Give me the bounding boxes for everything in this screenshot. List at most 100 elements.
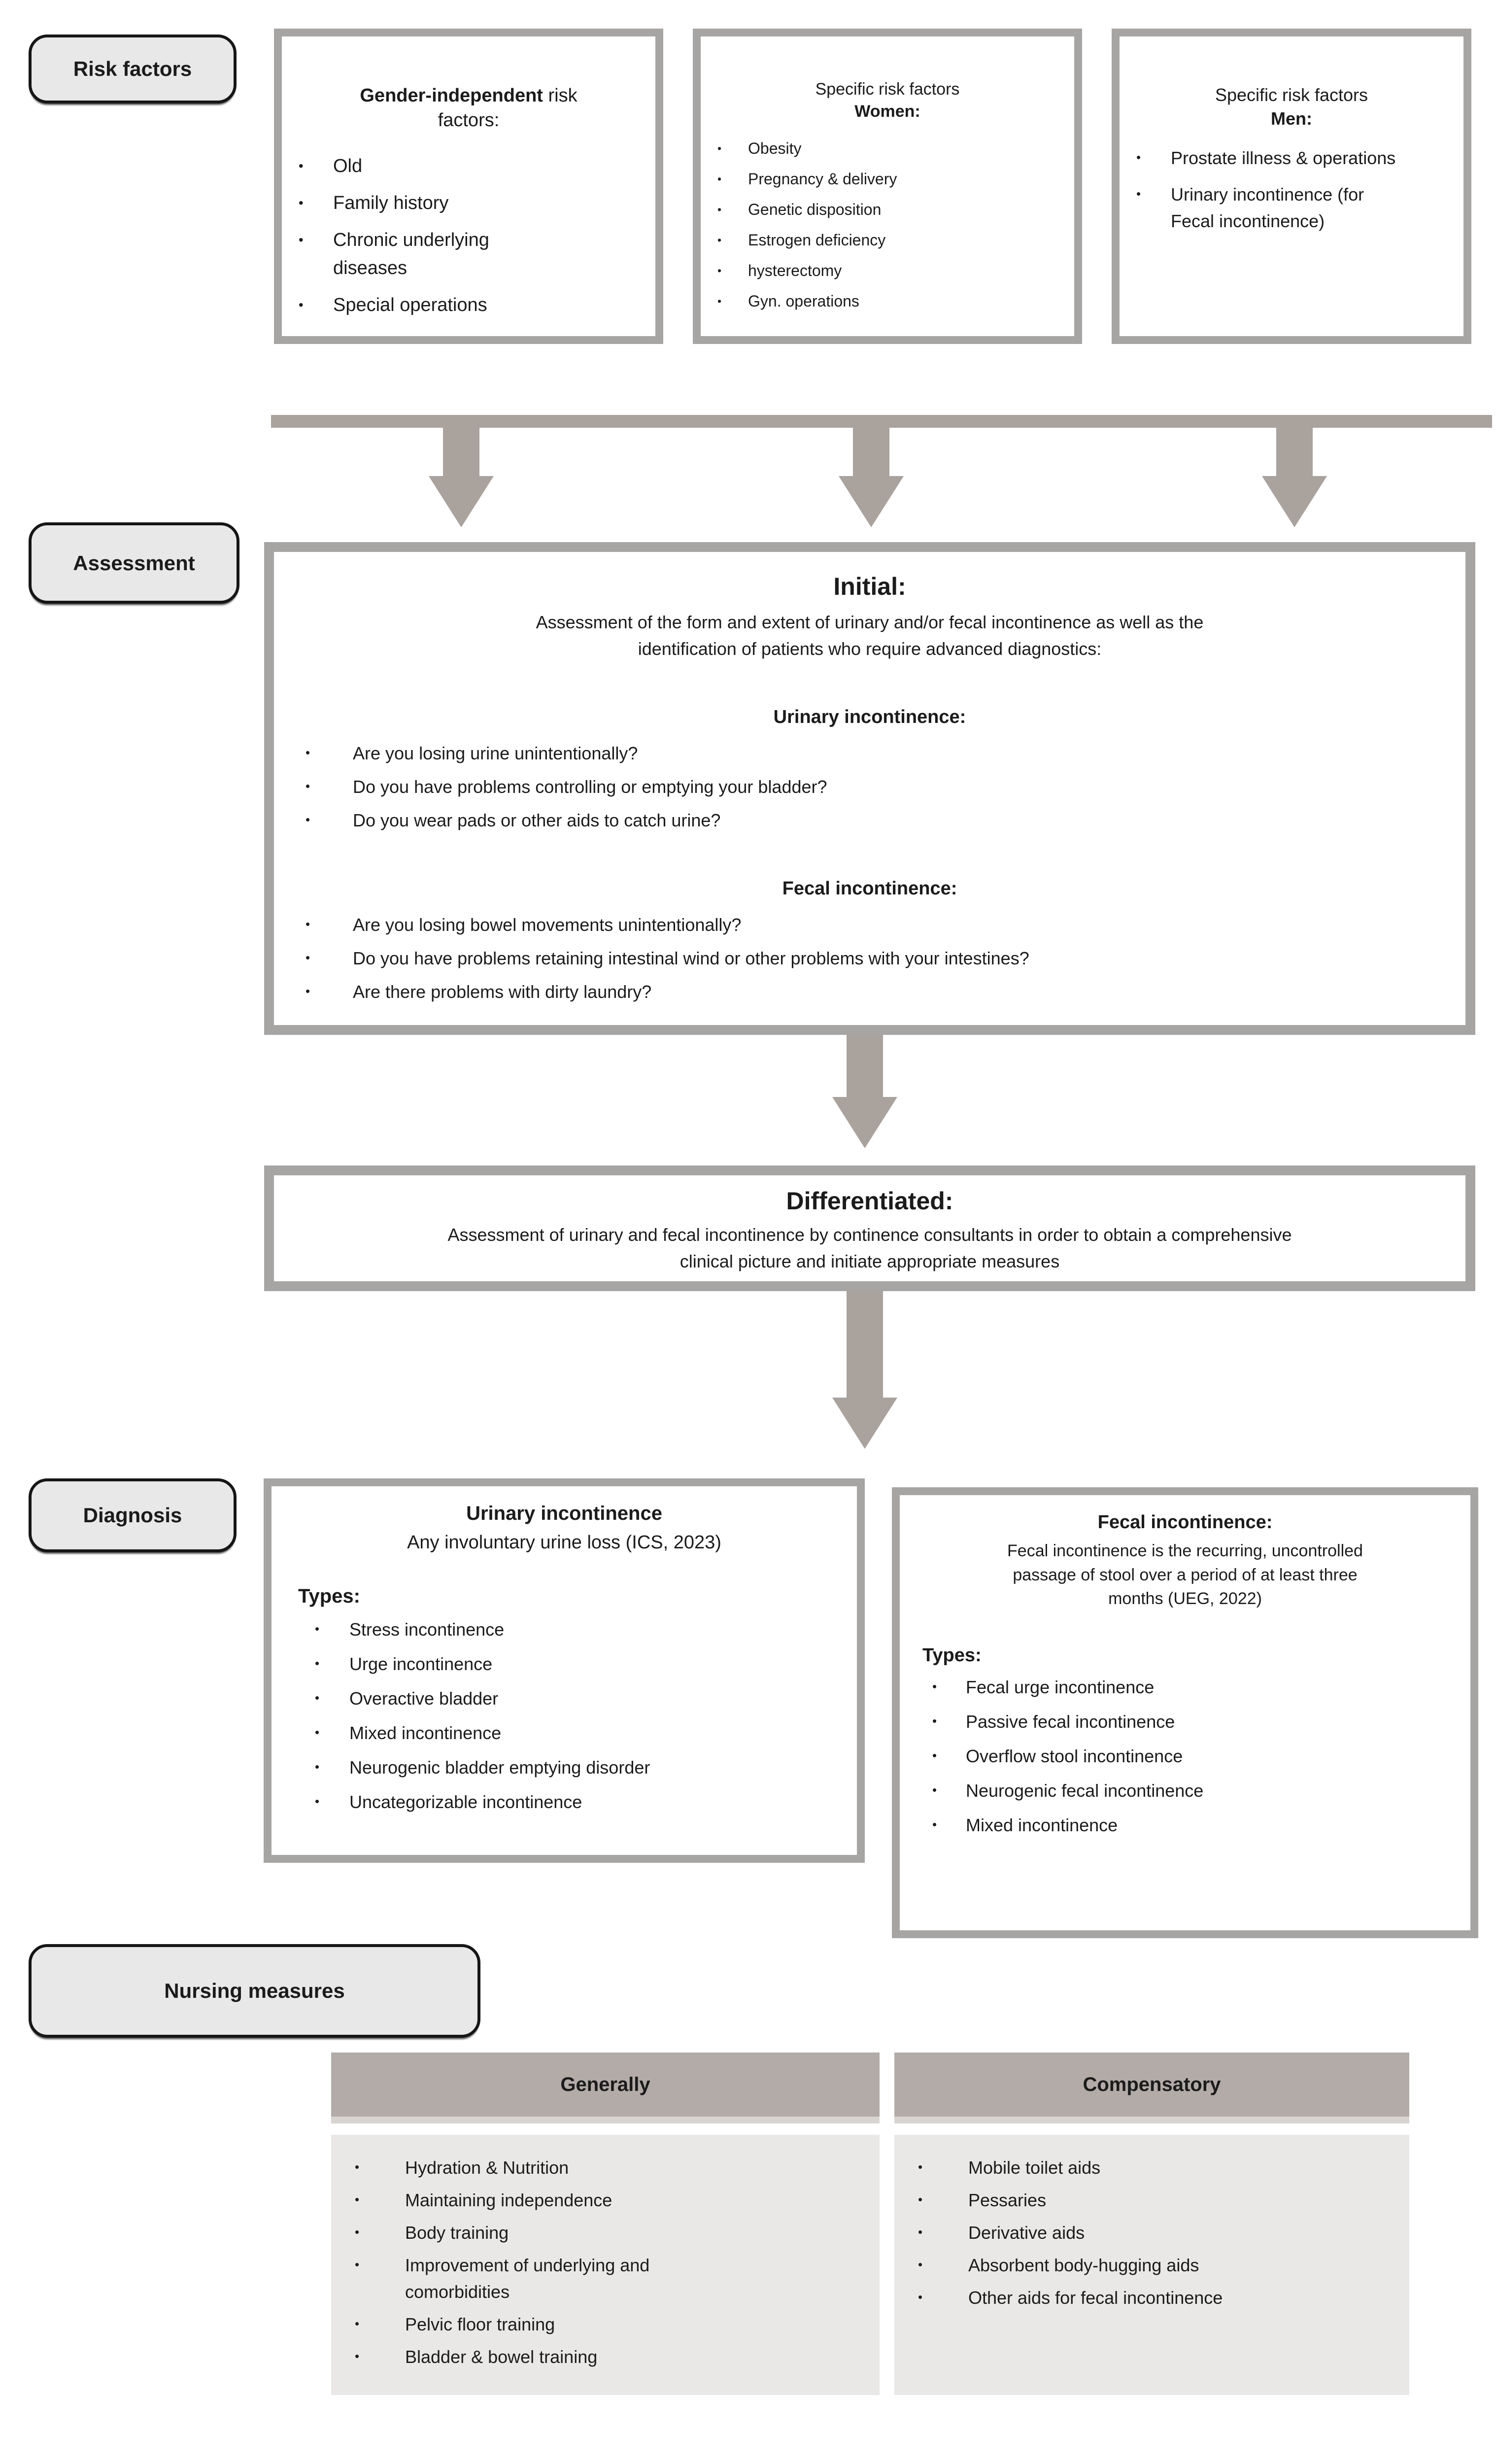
list-item: •hysterectomy [701, 259, 1074, 282]
list-item: •Mixed incontinence [922, 1812, 1451, 1839]
fecal-types-list: •Fecal urge incontinence • Passive fecal i… [919, 1674, 1451, 1839]
nursing-measures-label-text: Nursing measures [164, 1979, 345, 2002]
list-item-text: Pelvic floor training [405, 2314, 555, 2334]
risk-box-women: Specific risk factors Women: •Obesity•Pr… [693, 29, 1082, 344]
list-item-text: Neurogenic fecal incontinence [966, 1780, 1204, 1801]
fecal-questions-subtitle: Fecal incontinence: [782, 878, 957, 899]
bullet-icon: • [932, 1714, 937, 1729]
bullet-icon: • [355, 2317, 360, 2331]
table-cell-generally: •Hydration & Nutrition•Maintaining indep… [331, 2135, 880, 2395]
down-arrow-shaft [1276, 415, 1313, 476]
down-arrow-shaft [853, 415, 889, 476]
initial-intro: Assessment of the form and extent of uri… [536, 612, 1204, 659]
list-item: • Are you losing urine unintentionally? [289, 740, 1465, 767]
fecal-questions-list: •Are you losing bowel movements unintent… [274, 912, 1465, 1005]
bullet-icon: • [918, 2258, 923, 2272]
list-item-text: Overactive bladder [349, 1688, 499, 1709]
assessment-label-text: Assessment [73, 551, 195, 575]
urinary-types-label: Types: [298, 1585, 360, 1608]
list-item: •Urge incontinence [298, 1651, 837, 1677]
risk-box-heading: Specific risk factors Men: [1120, 83, 1463, 130]
bullet-icon: • [355, 2160, 360, 2174]
list-item-text: Improvement of underlying and comorbidit… [405, 2255, 650, 2302]
bullet-icon: • [299, 158, 304, 174]
bullet-icon: • [918, 2291, 923, 2304]
list-item: •Mixed incontinence [298, 1720, 837, 1746]
risk-box-heading-line1: Specific risk factors [1215, 85, 1368, 105]
diagnosis-label: Diagnosis [29, 1478, 237, 1552]
list-item-text: Absorbent body-hugging aids [968, 2255, 1199, 2275]
list-item-text: Are you losing bowel movements unintenti… [353, 915, 742, 935]
list-item: • Other aids for fecal incontinence [894, 2285, 1409, 2311]
list-item-text: Genetic disposition [748, 200, 882, 218]
list-item: •Family history [282, 189, 655, 217]
list-item-text: Derivative aids [968, 2223, 1085, 2243]
list-item: •Chronic underlying diseases [282, 226, 655, 282]
urinary-questions-list: •Are you losing urine unintentionally?•D… [274, 740, 1465, 834]
list-item: • Improvement of underlying and comorbidi… [331, 2252, 880, 2305]
list-item-text: Passive fecal incontinence [966, 1711, 1175, 1732]
list-item-text: Family history [333, 193, 449, 214]
down-arrow-icon [839, 476, 904, 527]
list-item-text: Do you wear pads or other aids to catch … [353, 810, 721, 831]
risk-list-women: •Obesity•Pregnancy & delivery•Genetic di… [701, 137, 1074, 313]
bullet-icon: • [717, 233, 722, 246]
down-arrow-icon [1262, 476, 1327, 527]
list-item: •Fecal urge incontinence [922, 1674, 1451, 1701]
assessment-label: Assessment [29, 522, 239, 604]
list-item: • Derivative aids [894, 2220, 1409, 2246]
bullet-icon: • [315, 1657, 320, 1671]
list-item: •Prostate illness & operations [1120, 145, 1463, 171]
diagnosis-box-urinary: Urinary incontinence Any involuntary uri… [264, 1478, 865, 1863]
risk-factors-label: Risk factors [29, 34, 237, 103]
list-item: • Absorbent body-hugging aids [894, 2252, 1409, 2279]
list-item-text: Gyn. operations [748, 292, 859, 310]
fecal-diagnosis-title: Fecal incontinence: [1097, 1512, 1273, 1533]
list-item: •Neurogenic fecal incontinence [922, 1778, 1451, 1804]
list-item-text: Other aids for fecal incontinence [968, 2288, 1223, 2308]
fecal-diagnosis-definition: Fecal incontinence is the recurring, unc… [1007, 1541, 1363, 1608]
list-item-text: Stress incontinence [349, 1619, 505, 1640]
diagnosis-label-text: Diagnosis [83, 1504, 182, 1527]
list-item-text: Special operations [333, 295, 487, 316]
urinary-questions-subtitle: Urinary incontinence: [773, 707, 966, 727]
down-arrow-icon [832, 1398, 897, 1449]
list-item: •Do you have problems controlling or emp… [289, 774, 1465, 800]
urinary-diagnosis-definition: Any involuntary urine loss (ICS, 2023) [407, 1532, 721, 1553]
initial-title: Initial: [833, 573, 906, 600]
down-arrow-icon [832, 1097, 897, 1148]
bullet-icon: • [918, 2160, 923, 2174]
table-header-generally: Generally [331, 2053, 880, 2123]
list-item: •Uncategorizable incontinence [298, 1789, 837, 1815]
risk-box-heading-bold: Gender-independent [360, 85, 543, 106]
list-item-text: Maintaining independence [405, 2190, 612, 2210]
bullet-icon: • [299, 297, 304, 313]
bullet-icon: • [932, 1749, 937, 1763]
bullet-icon: • [315, 1691, 320, 1706]
risk-list-men: •Prostate illness & operations• Urinary i… [1120, 145, 1463, 235]
bullet-icon: • [918, 2225, 923, 2239]
list-item: •Genetic disposition [701, 198, 1074, 221]
list-item-text: Do you have problems controlling or empt… [353, 777, 827, 797]
bullet-icon: • [1136, 151, 1141, 165]
list-item-text: Estrogen deficiency [748, 231, 886, 249]
list-item: •Maintaining independence [331, 2187, 880, 2214]
list-item: •Stress incontinence [298, 1616, 837, 1643]
bullet-icon: • [306, 746, 310, 760]
bullet-icon: • [717, 141, 722, 155]
risk-box-heading-line1: Specific risk factors [815, 80, 960, 99]
compensatory-measures-list: •Mobile toilet aids•Pessaries•Derivative… [894, 2155, 1409, 2311]
bullet-icon: • [306, 813, 310, 827]
list-item-text: Are you losing urine unintentionally? [353, 743, 638, 764]
risk-box-gender-independent: Gender-independent risk factors: •Old•Fa… [274, 29, 663, 344]
bullet-icon: • [717, 172, 722, 185]
list-item-text: Urinary incontinence (for Fecal incontin… [1171, 184, 1364, 232]
list-item-text: Body training [405, 2223, 509, 2243]
list-item: • Pelvic floor training [331, 2311, 880, 2338]
list-item: •Old [282, 152, 655, 180]
list-item-text: Bladder & bowel training [405, 2347, 598, 2367]
list-item: • Overactive bladder [298, 1685, 837, 1712]
initial-assessment-box: Initial: Assessment of the form and exte… [264, 542, 1475, 1035]
bullet-icon: • [355, 2258, 360, 2272]
list-item: • Passive fecal incontinence [922, 1709, 1451, 1735]
